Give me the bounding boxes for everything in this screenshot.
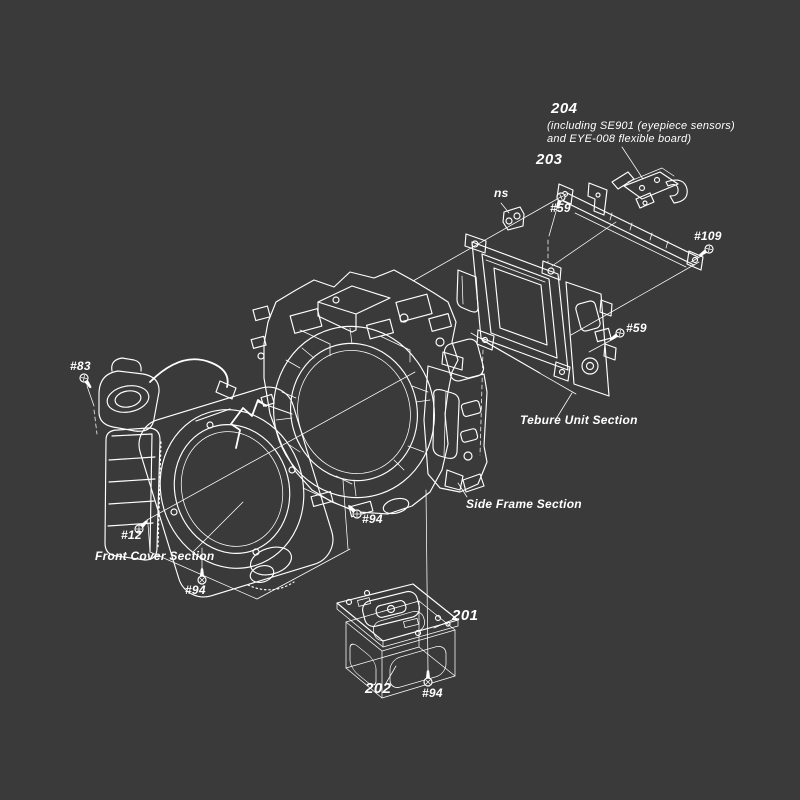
label-109: #109	[694, 229, 722, 243]
label-94-mid: #94	[362, 512, 383, 526]
rail-203-art	[556, 182, 704, 271]
label-12: #12	[121, 528, 142, 542]
label-front-cover-section: Front Cover Section	[95, 549, 215, 563]
side-frame-section-art	[423, 338, 488, 493]
tebure-unit-art	[456, 233, 617, 397]
label-201: 201	[452, 607, 479, 624]
label-83: #83	[70, 359, 91, 373]
label-leader-lines	[192, 146, 644, 686]
label-202: 202	[365, 680, 392, 697]
label-tebure-unit-section: Tebure Unit Section	[520, 413, 638, 427]
label-204-note-line2: and EYE-008 flexible board)	[547, 133, 692, 145]
label-94-bottom-left: #94	[185, 583, 206, 597]
screw-94-mid	[344, 501, 364, 521]
label-ns: ns	[494, 186, 509, 200]
assembly-204-art	[611, 167, 688, 209]
front-cover-section-art	[98, 357, 334, 598]
label-204: 204	[551, 100, 578, 117]
label-203: 203	[536, 151, 563, 168]
label-94-bottom: #94	[422, 686, 443, 700]
label-side-frame-section: Side Frame Section	[466, 497, 582, 511]
label-59-top: #59	[550, 201, 571, 215]
label-204-note-line1: (including SE901 (eyepiece sensors)	[547, 120, 735, 132]
bottom-assembly-art	[336, 583, 459, 699]
construction-lines	[86, 193, 704, 673]
ns-part-art	[502, 206, 525, 231]
screw-83	[77, 371, 96, 392]
label-59-right: #59	[626, 321, 647, 335]
camera-body-art	[250, 269, 459, 518]
screw-94-bottom	[423, 668, 433, 687]
